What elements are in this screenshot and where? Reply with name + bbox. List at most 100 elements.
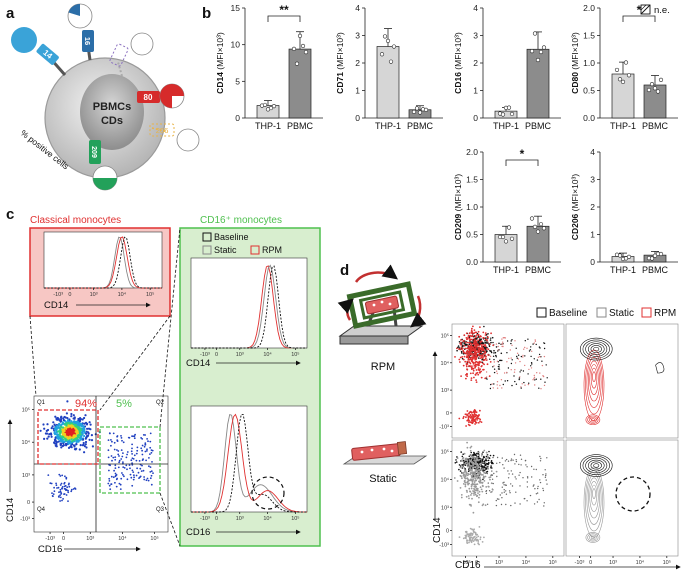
cell-event [467, 482, 469, 485]
cell-event [478, 496, 480, 499]
cell-event [466, 446, 469, 449]
cell-event [478, 465, 480, 468]
cell-event [474, 423, 476, 425]
cell-event [465, 489, 468, 492]
cell-event [65, 427, 68, 430]
density-contour [587, 415, 599, 424]
cell-event [467, 495, 470, 497]
density-contour [590, 484, 598, 506]
axis-tick-label: 0 [62, 536, 65, 542]
data-point [379, 52, 385, 57]
cell-event [520, 458, 523, 460]
density-contour [589, 534, 597, 541]
cell-event [542, 474, 544, 476]
significance-marker: * [637, 3, 642, 17]
axis-tick-label: 10⁴ [263, 515, 272, 522]
cell-event [85, 423, 89, 426]
data-point [388, 59, 394, 64]
cell-event [466, 541, 468, 543]
cell-event [136, 446, 139, 449]
cell-event [493, 383, 495, 385]
cell-event [63, 429, 66, 433]
y-axis-label: CD80 (MFI×10³) [570, 32, 580, 94]
cell-event [546, 377, 548, 379]
cell-event [489, 358, 491, 360]
y-tick-label: 0 [355, 113, 360, 123]
cd-label: CDs [101, 115, 123, 127]
cell-event [63, 432, 66, 436]
cell-event [468, 332, 471, 335]
cell-event [151, 461, 153, 463]
cell-event [534, 384, 536, 386]
cell-event [477, 373, 480, 376]
cell-event [513, 375, 515, 377]
cell-event [487, 336, 489, 339]
axis-tick-label: -10³ [200, 516, 210, 522]
cell-event [126, 451, 129, 453]
cell-event [510, 470, 512, 472]
cell-event [468, 538, 471, 541]
cell-event [523, 381, 525, 384]
cell-event [473, 488, 476, 491]
cell-event [523, 498, 525, 500]
cell-event [56, 437, 59, 440]
category-label: PBMC [407, 121, 434, 131]
cell-event [66, 432, 69, 435]
cell-event [491, 461, 494, 464]
cell-event [522, 354, 524, 357]
cell-event [511, 344, 513, 346]
cell-event [487, 348, 490, 351]
cell-event [68, 427, 72, 430]
cell-event [122, 452, 124, 454]
cell-event [501, 492, 503, 494]
cell-event [524, 355, 526, 357]
density-contour [587, 360, 601, 402]
cell-event [467, 415, 470, 418]
cell-event [495, 354, 497, 357]
cell-event [492, 341, 494, 344]
cell-event [485, 490, 487, 493]
cell-event [465, 356, 468, 359]
cell-event [511, 384, 513, 387]
cell-event [148, 465, 150, 468]
cell-event [475, 456, 477, 459]
cell-event [125, 464, 128, 467]
cell-event [472, 325, 474, 328]
cd16-title: CD16⁺ monocytes [200, 215, 282, 226]
axis-tick-label: 10⁴ [636, 559, 645, 566]
data-point [617, 253, 623, 258]
cell-event [484, 350, 487, 353]
cell-event [498, 364, 500, 366]
cell-event [490, 337, 492, 339]
cell-event [71, 440, 74, 443]
cell-event [75, 443, 78, 446]
cell-event [66, 486, 69, 489]
cell-event [469, 473, 472, 476]
cell-event [539, 455, 541, 458]
cell-event [469, 490, 472, 493]
cell-event [471, 534, 473, 537]
cell-event [519, 454, 522, 456]
cell-event [129, 467, 131, 470]
cell-event [518, 474, 520, 476]
cell-event [67, 491, 70, 494]
cell-event [490, 491, 492, 494]
cell-event [60, 482, 63, 485]
cell-event [458, 464, 461, 466]
cell-event [45, 432, 49, 435]
cell-event [466, 474, 469, 477]
cell-event [141, 453, 144, 456]
cell-event [466, 341, 469, 344]
cell-event [468, 361, 471, 364]
cell-event [477, 541, 480, 543]
cell-event [467, 334, 470, 337]
cell-event [67, 500, 69, 502]
cell-event [474, 350, 476, 353]
cell-event [496, 384, 498, 386]
cell-event [474, 474, 477, 477]
cell-event [496, 372, 498, 375]
cell-event [497, 368, 500, 370]
cell-event [475, 411, 478, 414]
